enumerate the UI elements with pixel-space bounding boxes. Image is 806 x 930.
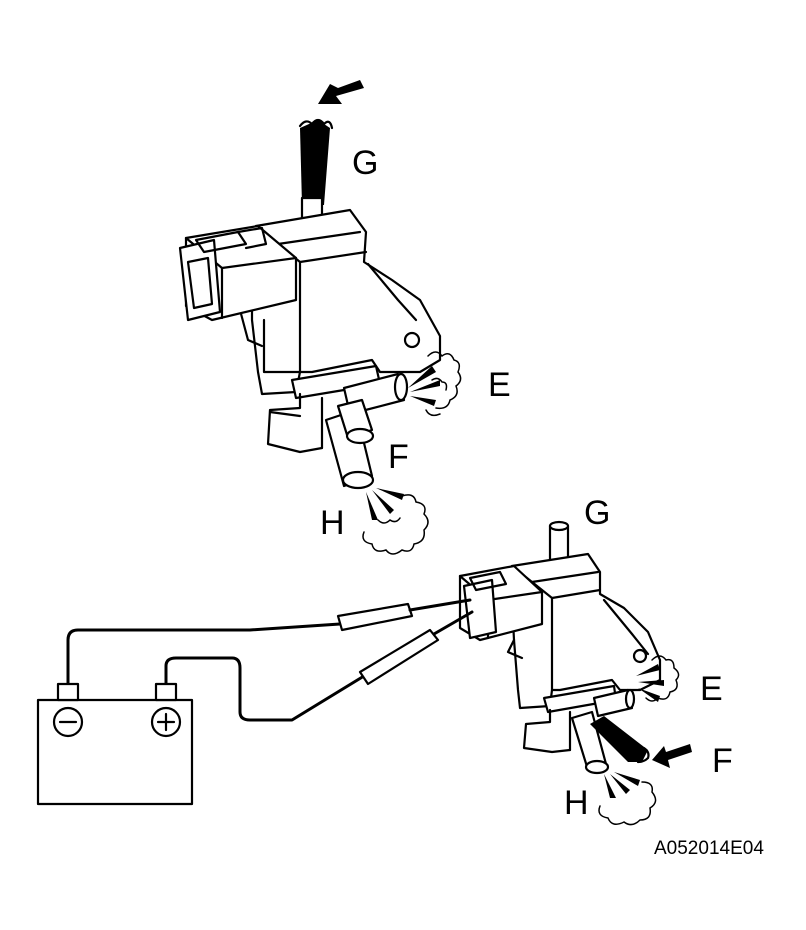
bottom-air-puff-e (636, 655, 680, 702)
top-label-h: H (320, 504, 345, 542)
bottom-valve (458, 520, 692, 826)
top-connector (178, 224, 298, 322)
bottom-air-stream-f (590, 716, 650, 764)
battery-negative-terminal (56, 682, 80, 702)
bottom-air-puff-h (598, 772, 657, 826)
test-leads (66, 598, 474, 722)
battery (36, 682, 194, 806)
top-label-f: F (388, 438, 409, 476)
top-label-e: E (488, 366, 511, 404)
bottom-port-h (570, 710, 610, 775)
top-label-g: G (352, 144, 378, 182)
bottom-valve-body (506, 552, 662, 754)
bottom-inflow-arrow (652, 744, 692, 768)
bottom-label-h: H (564, 784, 589, 822)
top-air-puff-h (362, 488, 429, 555)
top-inflow-arrow (318, 80, 364, 104)
top-air-puff-e (408, 351, 462, 417)
probe-negative (336, 602, 414, 632)
bottom-label-g: G (584, 494, 610, 532)
probe-positive (358, 628, 440, 686)
bottom-label-f: F (712, 742, 733, 780)
top-valve (178, 80, 462, 555)
figure-code: A052014E04 (654, 838, 764, 859)
bottom-label-e: E (700, 670, 723, 708)
top-air-stream-g (298, 118, 334, 205)
top-valve-body (238, 208, 442, 454)
battery-positive-terminal (154, 682, 178, 702)
top-port-f (324, 398, 375, 490)
bottom-port-e (592, 688, 636, 718)
bottom-connector (458, 564, 544, 642)
